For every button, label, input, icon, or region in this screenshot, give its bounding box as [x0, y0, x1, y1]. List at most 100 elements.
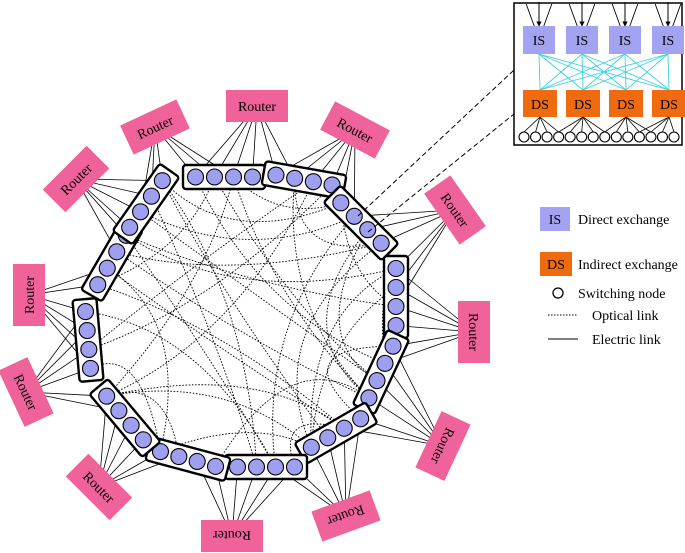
inset-switching-node [622, 131, 634, 143]
is-label: IS [662, 34, 674, 49]
legend-node-text: Switching node [578, 287, 666, 302]
ds-label: DS [617, 98, 635, 113]
router: Router [0, 357, 54, 427]
switching-node [345, 207, 363, 225]
switching-node [387, 259, 405, 278]
router: Router [226, 90, 288, 122]
switch-module [144, 436, 232, 482]
switch-module [89, 378, 161, 458]
inset-leaf-link [615, 116, 627, 133]
switching-node [286, 169, 304, 187]
switch-module [71, 297, 105, 383]
is-box [566, 26, 598, 54]
router-box [65, 453, 133, 521]
switching-node [285, 458, 304, 476]
optical-link [292, 178, 370, 399]
switching-node [170, 447, 188, 466]
inset-leaf-link [625, 116, 640, 133]
optical-link [161, 180, 329, 439]
switching-node [89, 276, 107, 294]
router-box [201, 520, 263, 552]
switch-module-frame [89, 378, 161, 458]
optical-link [106, 176, 234, 397]
legend-electric-text: Electric link [592, 333, 661, 348]
switch-module [181, 163, 267, 191]
inset-switching-node [668, 131, 680, 143]
switch-module-frame [352, 329, 410, 415]
legend-is-text: Direct exchange [578, 213, 669, 228]
router: Router [65, 453, 133, 521]
inset-mesh-link [625, 53, 669, 91]
ds-label: DS [531, 98, 549, 113]
ds-box [523, 90, 557, 117]
is-box [652, 26, 684, 54]
switching-node [186, 168, 205, 186]
legend-optical-text: Optical link [592, 309, 659, 324]
router-box [120, 99, 190, 155]
inset-leaf-link [539, 116, 548, 133]
switching-node [134, 431, 152, 449]
inset-input-line [543, 3, 553, 27]
switching-node [122, 416, 140, 434]
router-box [0, 357, 54, 427]
switch-module [294, 402, 378, 464]
ds-label: DS [574, 98, 592, 113]
legend-node-icon [552, 287, 564, 299]
inset-leaf-link [625, 116, 652, 133]
router-label: Router [23, 276, 38, 314]
switch-module-frame [71, 297, 105, 383]
inset-switching-node [576, 131, 588, 143]
router: Router [201, 520, 263, 552]
switching-node [302, 438, 320, 456]
switching-node [384, 337, 402, 355]
inset-leaf-link [523, 116, 541, 133]
inset-mesh-link [539, 53, 669, 91]
inset-switching-node [656, 131, 669, 143]
optical-link [126, 234, 397, 283]
ds-box [609, 90, 643, 117]
is-label: IS [576, 34, 588, 49]
switching-node [335, 419, 353, 437]
inset-leaf-link [581, 116, 584, 133]
inset-input-line [611, 3, 621, 27]
switching-node [80, 340, 98, 359]
inset-switching-node [518, 131, 530, 143]
switching-node [387, 297, 405, 316]
optical-link [310, 287, 397, 448]
legend: IS Direct exchange DS Indirect exchange … [540, 207, 678, 348]
optical-link [140, 211, 378, 381]
legend-ds-text: Indirect exchange [578, 258, 678, 273]
optical-link [116, 242, 382, 266]
optical-link [215, 379, 370, 467]
router-box [42, 145, 110, 213]
optical-link [140, 211, 355, 240]
inset-switching-node [553, 131, 565, 143]
inset-input-line [525, 3, 535, 27]
switching-node [78, 321, 96, 340]
ds-label: DS [660, 98, 678, 113]
router: Router [311, 490, 381, 542]
optical-link [116, 251, 370, 399]
optical-link [97, 284, 345, 429]
switching-node [81, 359, 100, 377]
switch-module-frame [323, 185, 399, 261]
inset-mesh-link [539, 53, 626, 91]
legend-ds-box [540, 252, 572, 276]
switching-node [98, 387, 116, 405]
switch-module [223, 453, 309, 481]
router-box [458, 301, 490, 363]
switching-node [376, 354, 394, 372]
legend-is-box-label: IS [549, 213, 561, 228]
router-label: Router [213, 527, 251, 542]
optical-link [327, 345, 394, 420]
inset-leaf-link [625, 116, 629, 133]
router: Router [120, 99, 190, 155]
switching-node [243, 168, 262, 186]
inset-input-line [568, 3, 578, 27]
optical-link [326, 229, 370, 399]
switching-node [266, 458, 285, 476]
router-box [415, 411, 471, 481]
inset-mesh-link [539, 53, 583, 91]
